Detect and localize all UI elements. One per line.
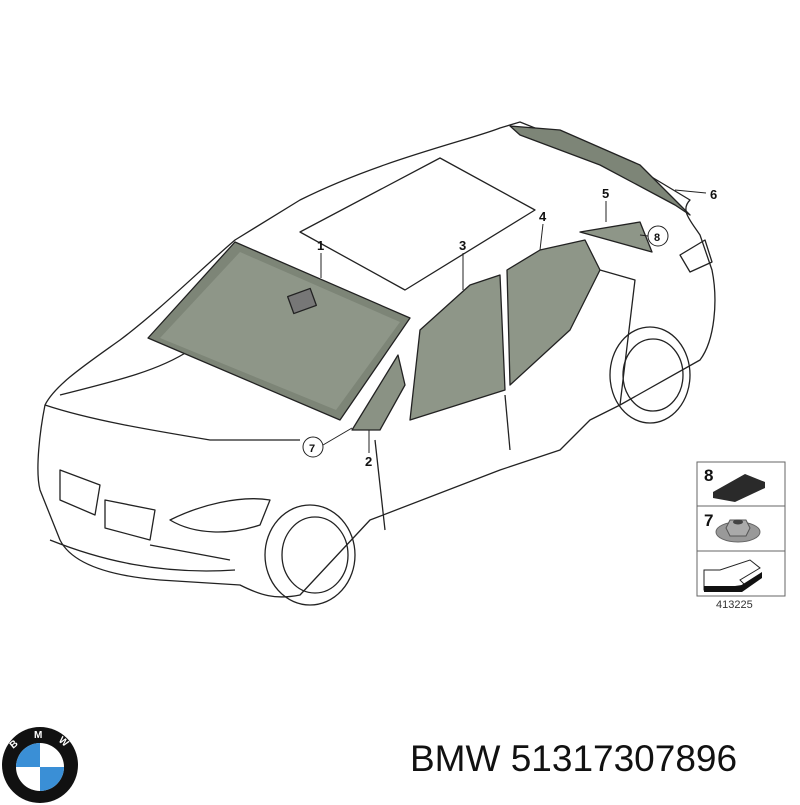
part-caption: BMW 51317307896 [410,738,737,780]
caption-part-number: 51317307896 [510,738,738,779]
callout-labels: 1 2 3 4 5 6 7 8 [302,186,717,469]
parts-diagram: 1 2 3 4 5 6 7 8 8 7 413225 [37,121,786,611]
caption-brand: BMW [410,738,501,779]
callout-1: 1 [317,238,324,253]
flange-nut-icon [715,519,761,543]
callout-2: 2 [365,454,372,469]
callout-7: 7 [309,443,315,455]
legend-number-8: 8 [704,466,713,485]
svg-text:M: M [34,730,42,741]
callout-8: 8 [654,232,660,244]
foam-pad-icon [713,474,765,502]
callout-4: 4 [539,209,547,224]
car-outline [37,121,716,606]
callout-leaders [320,189,707,453]
callout-6: 6 [710,187,717,202]
legend-number-7: 7 [704,511,713,530]
legend-reference: 413225 [716,599,753,611]
direction-arrow-icon [703,559,762,592]
bmw-logo: B M W [2,727,78,803]
parts-legend: 8 7 413225 [696,461,786,611]
callout-5: 5 [602,186,609,201]
callout-3: 3 [459,238,466,253]
